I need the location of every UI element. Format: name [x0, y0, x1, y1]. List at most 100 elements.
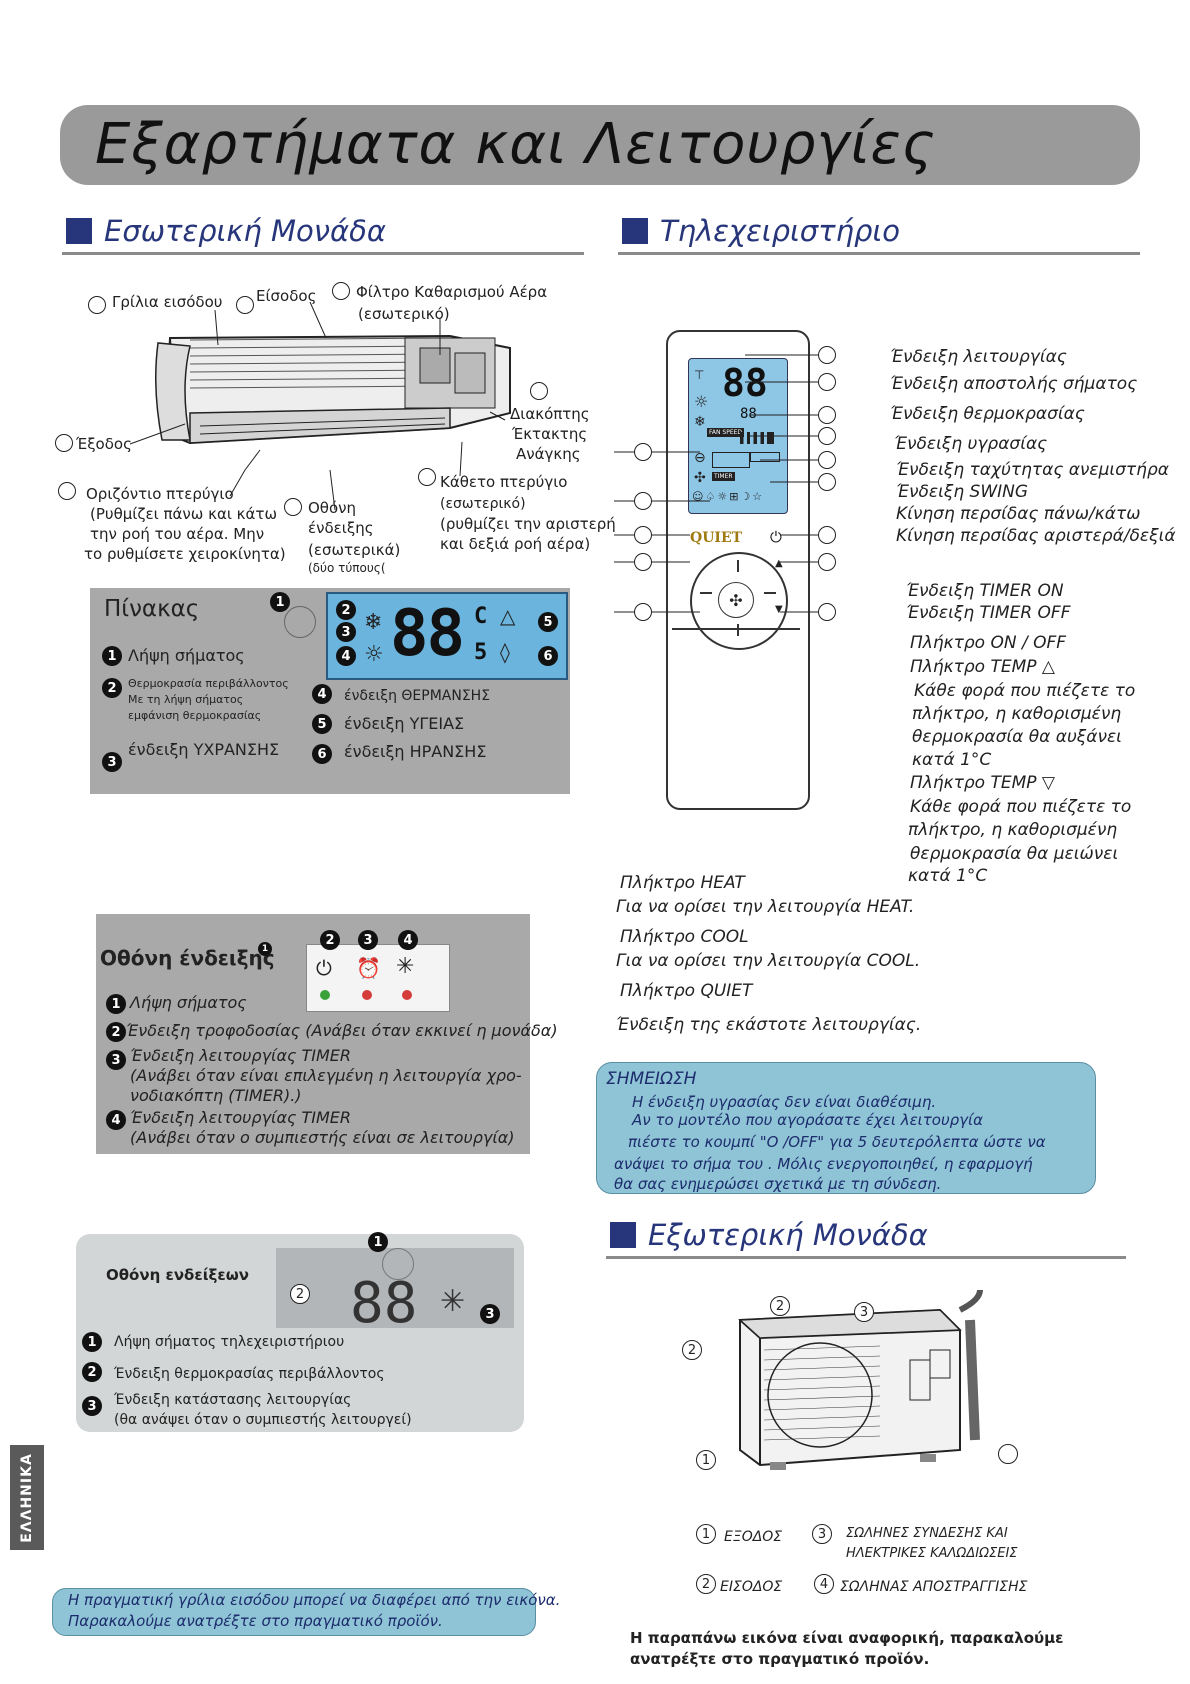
panel3-badge-2: 2	[290, 1284, 310, 1304]
panel2-list-badge-4: 4	[106, 1110, 126, 1130]
section-rule	[62, 252, 584, 255]
label-inlet: Είσοδος	[256, 287, 317, 305]
panel1-list-badge-1: 1	[102, 646, 122, 666]
grille-note-line: Παρακαλούμε ανατρέξτε στο πραγματικό προ…	[68, 1612, 443, 1630]
callout-circle	[88, 296, 106, 314]
panel2-badge-3: 3	[358, 930, 378, 950]
remote-label: Ένδειξη λειτουργίας	[890, 347, 1067, 367]
swing-lr-icon	[750, 452, 780, 462]
panel1-badge-6: 6	[538, 646, 558, 666]
section-outdoor-title: Εξωτερική Μονάδα	[648, 1218, 928, 1252]
language-tab-label: ΕΛΛΗΝΙΚΑ	[19, 1452, 35, 1543]
callout-circle	[530, 382, 548, 400]
remote-label: Πλήκτρο TEMP	[910, 657, 1037, 677]
panel2-badge-2: 2	[320, 930, 340, 950]
quiet-button[interactable]: QUIET	[690, 530, 743, 546]
panel1-title: Πίνακας	[104, 596, 200, 622]
indoor-unit-drawing	[155, 334, 511, 445]
fan-speed-bars-icon	[740, 432, 774, 444]
remote-label: θερμοκρασία θα αυξάνει	[912, 727, 1122, 747]
remote-timer: TIMER	[712, 472, 735, 481]
label-vflap-2: (εσωτερικό)	[440, 496, 526, 512]
remote-label: πλήκτρο, η καθορισμένη	[912, 704, 1122, 724]
signal-icon: ⊤	[694, 368, 705, 382]
remote-label: Ένδειξη αποστολής σήματος	[890, 374, 1138, 394]
legend-badge-4: 4	[814, 1574, 834, 1594]
label-hflap-3: την ροή του αέρα. Μην	[90, 525, 265, 543]
section-indoor-title: Εσωτερική Μονάδα	[104, 214, 386, 248]
panel1-list-badge-2: 2	[102, 678, 122, 698]
panel1-badge-2: 2	[336, 600, 356, 620]
callout-circle	[284, 498, 302, 516]
note-box	[596, 1062, 1096, 1194]
mode-button-bottom[interactable]	[737, 624, 739, 636]
legend-drain: ΣΩΛΗΝΑΣ ΑΠΟΣΤΡΑΓΓΙΣΗΣ	[840, 1579, 1028, 1595]
callout-circle	[332, 282, 350, 300]
note-line: Η ένδειξη υγρασίας δεν είναι διαθέσιμη.	[632, 1093, 937, 1111]
panel1-list-badge-5: 5	[312, 714, 332, 734]
cool-button[interactable]	[764, 592, 776, 594]
panel1-badge-5: 5	[538, 612, 558, 632]
fan-button[interactable]: ✣	[718, 582, 754, 618]
callout-circle	[818, 603, 836, 621]
remote-cool-desc: Για να ορίσει την λειτουργία COOL.	[616, 951, 921, 971]
panel3-item-3-line: (θα ανάψει όταν ο συμπιεστής λειτουργεί)	[114, 1412, 412, 1428]
health-icon: △	[500, 604, 516, 628]
legend-pipes-line: ΣΩΛΗΝΕΣ ΣΥΝΔΕΣΗΣ ΚΑΙ	[846, 1526, 1008, 1541]
label-hflap-4: το ρυθμίσετε χειροκίνητα)	[84, 545, 286, 563]
callout-circle	[818, 427, 836, 445]
section-remote-title: Τηλεχειριστήριο	[660, 214, 900, 248]
callout-circle	[818, 473, 836, 491]
callout-circle	[236, 296, 254, 314]
triangle-down-icon: ▽	[1041, 773, 1055, 793]
panel1-item-4: ένδειξη ΘΕΡΜΑΝΣΗΣ	[344, 688, 491, 704]
section-remote-heading: Τηλεχειριστήριο	[622, 214, 900, 248]
panel2-item-2: Ένδειξη τροφοδοσίας (Ανάβει όταν εκκινεί…	[126, 1021, 558, 1040]
grille-note-text: Η πραγματική γρίλια εισόδου μπορεί να δι…	[68, 1590, 560, 1632]
outdoor-badge-3: 3	[854, 1302, 874, 1322]
section-square-icon	[622, 218, 648, 244]
power-button[interactable]: ⏻	[770, 528, 782, 546]
dpad-ring[interactable]	[690, 552, 788, 650]
remote-quiet-title: Πλήκτρο QUIET	[620, 981, 753, 1001]
signal-receiver-icon	[382, 1248, 414, 1280]
triangle-up-icon: △	[1041, 657, 1055, 677]
remote-label: πλήκτρο, η καθορισμένη	[908, 820, 1118, 840]
panel3-item-1: Λήψη σήματος τηλεχειριστήριου	[114, 1334, 345, 1350]
remote-label-temp-up: Πλήκτρο TEMP △	[910, 656, 1055, 678]
section-indoor-heading: Εσωτερική Μονάδα	[66, 214, 386, 248]
remote-label: Πλήκτρο TEMP	[910, 773, 1037, 793]
panel2-item-4-line: Ένδειξη λειτουργίας TIMER	[130, 1108, 351, 1127]
remote-label: Ένδειξη SWING	[896, 482, 1029, 502]
callout-circle	[818, 373, 836, 391]
mode-button-top[interactable]	[737, 560, 739, 572]
panel1-lcd	[326, 592, 568, 680]
panel1-item-1: Λήψη σήματος	[128, 646, 245, 665]
temp-down-button[interactable]: ▼	[775, 604, 783, 615]
outdoor-badge-2: 2	[682, 1340, 702, 1360]
note-line: Αν το μοντέλο που αγοράσατε έχει λειτουρ…	[632, 1111, 983, 1129]
panel2-list-badge-2: 2	[106, 1022, 126, 1042]
panel1-item-2-line: Θερμοκρασία περιβάλλοντος	[128, 677, 289, 690]
panel3-list-badge-1: 1	[82, 1332, 102, 1352]
remote-lcd-temp: 88	[722, 361, 768, 405]
panel1-list-badge-6: 6	[312, 744, 332, 764]
heat-button[interactable]	[700, 592, 712, 594]
sun-icon: ☼	[694, 392, 709, 411]
snowflake-icon: ❄	[694, 414, 706, 430]
remote-heat-title: Πλήκτρο HEAT	[620, 873, 745, 893]
section-rule	[618, 252, 1140, 255]
title-banner	[60, 105, 1140, 185]
panel3-badge-1: 1	[368, 1232, 388, 1252]
remote-label: Ένδειξη υγρασίας	[894, 434, 1048, 454]
note-line: ανάψει το σήμα του . Μόλις ενεργοποιηθεί…	[614, 1155, 1033, 1173]
temp-up-button[interactable]: ▲	[775, 558, 783, 569]
panel1-item-3: ένδειξη ΥΧΡΑΝΣΗΣ	[128, 740, 280, 759]
panel2-item-3-line: Ένδειξη λειτουργίας TIMER	[130, 1046, 351, 1065]
compressor-icon: ✳	[440, 1284, 466, 1319]
panel3-item-3: Ένδειξη κατάστασης λειτουργίας (θα ανάψε…	[114, 1390, 412, 1430]
panel3-digits: 88	[350, 1271, 418, 1336]
panel1-badge-3: 3	[336, 622, 356, 642]
remote-mode-icons: ☺♤☼⊞☽☆	[692, 490, 765, 503]
panel2-badge-4: 4	[398, 930, 418, 950]
